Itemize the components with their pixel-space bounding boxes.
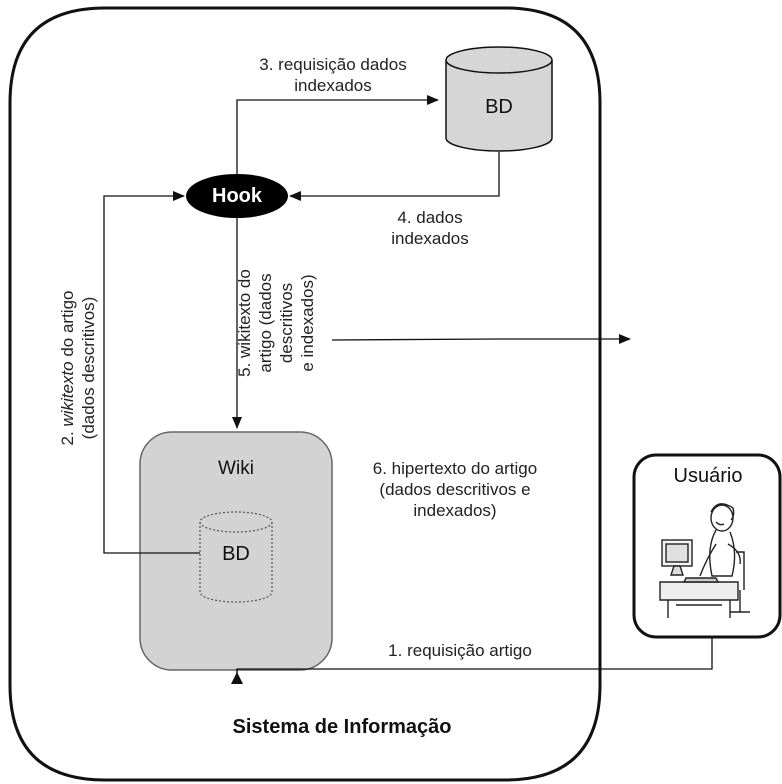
arrow-6-line3: indexados) [413,501,497,520]
arrow-4 [289,152,500,201]
arrow-6 [331,334,631,344]
arrow-2 [103,191,200,554]
arrow-1-arrowhead [231,672,243,684]
arrow-6-line1: 6. hipertexto do artigo [372,459,538,478]
arrow-2-prefix: 2. [58,426,77,446]
arrow-3-line1: 3. requisição dados [259,55,407,74]
arrow-3-line2: indexados [294,76,372,95]
arrow-5-line2: artigo (dados [256,273,275,373]
arrow-2-suffix: do artigo [58,290,77,362]
arrow-5-line1: 5. wikitexto do [235,269,254,377]
arrow-2-line1: 2. wikitexto do artigo [57,263,78,473]
arrow-5-line4: e indexados) [298,274,317,372]
arrow-2-line2: (dados descritivos) [79,296,98,440]
arrow-6-line2: (dados descritivos e [379,480,531,499]
person-at-computer-icon [659,503,750,618]
wiki-bd-label: BD [222,543,250,565]
arrow-3 [236,95,439,174]
arrow-5-label: 5. wikitexto do artigo (dados descritivo… [234,248,322,398]
system-title: Sistema de Informação [232,716,452,738]
arrow-3-label: 3. requisição dados indexados [228,54,438,96]
arrow-4-line1: 4. dados [397,208,463,227]
arrow-6-label: 6. hipertexto do artigo (dados descritiv… [340,458,570,521]
arrow-5-line3: descritivos [277,282,296,364]
hook-label: Hook [212,185,262,207]
arrow-1-label: 1. requisição artigo [388,641,532,660]
usuario-label: Usuário [673,465,743,487]
bd-top-label: BD [485,96,513,118]
wiki-bd-cylinder [199,511,273,603]
arrow-2-label: 2. wikitexto do artigo (dados descritivo… [57,263,103,473]
arrow-2-italic: wikitexto [58,361,77,427]
arrow-4-line2: indexados [391,229,469,248]
bd-top-cylinder [445,46,553,152]
wiki-label: Wiki [218,458,254,479]
arrow-4-label: 4. dados indexados [360,207,500,249]
hook-node [186,174,288,218]
